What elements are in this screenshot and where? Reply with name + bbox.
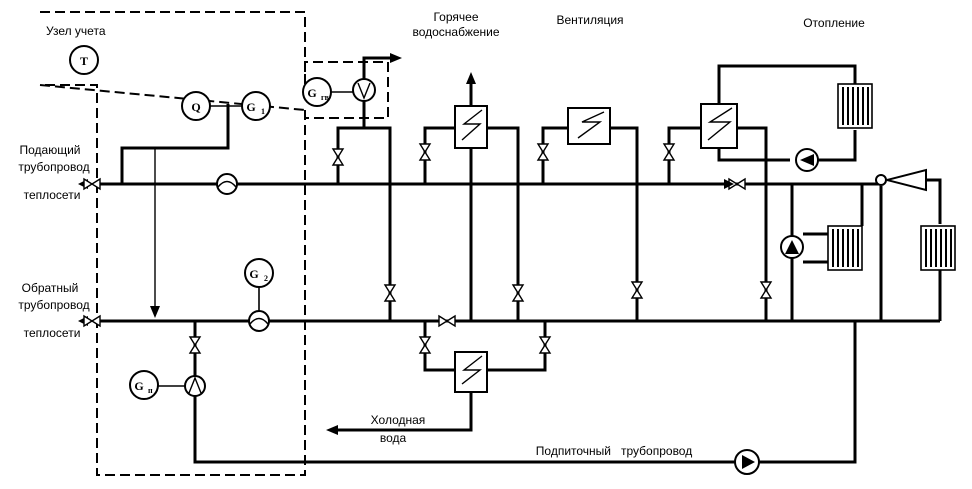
gp-subscript: п — [148, 386, 153, 395]
radiator-mid-lines — [803, 232, 828, 264]
makeup-flowmeter — [184, 375, 206, 397]
vent-valve-out — [631, 281, 643, 299]
return-label-1: Обратный — [22, 281, 79, 295]
hot-water-arrow — [390, 53, 402, 63]
hot-water-valve-1 — [332, 148, 344, 166]
hot-water-return-valve — [384, 284, 396, 302]
temperature-sensor — [69, 45, 99, 75]
cold-water-label-1: Холодная — [371, 413, 426, 427]
cold-water-arrow — [326, 425, 338, 435]
heating-heat-exchanger — [700, 103, 738, 149]
hx1-loop — [423, 126, 520, 321]
hx1-valve-in — [419, 143, 431, 161]
heating-circ-pump-bottom — [780, 235, 804, 259]
ventilation-label: Вентиляция — [556, 13, 623, 27]
g1-symbol: G — [246, 100, 255, 114]
cold-water-valve-h — [438, 315, 456, 327]
hx1-arrow — [466, 72, 476, 84]
heat-hx-valve-in — [663, 143, 675, 161]
makeup-pipe — [193, 321, 735, 464]
heat-symbol: Q — [191, 100, 200, 114]
vent-loop — [541, 126, 639, 321]
hx1-heat-exchanger — [454, 105, 488, 149]
makeup-valve — [189, 336, 201, 354]
hot-water-flowmeter — [352, 78, 376, 102]
cold-water-pipe — [335, 392, 473, 432]
heating-label: Отопление — [803, 16, 865, 30]
supply-arrow-mid — [724, 179, 734, 189]
supply-label-1: Подающий — [20, 143, 81, 157]
supply-impulse-line — [120, 104, 230, 184]
hot-water-meter-boundary — [304, 61, 389, 119]
heat-hx-valve-out — [760, 281, 772, 299]
heating-hx-return — [717, 148, 790, 162]
g2-symbol: G — [249, 267, 258, 281]
return-label-3: теплосети — [24, 326, 81, 340]
supply-inlet-valve — [83, 178, 101, 190]
gp-symbol: G — [134, 379, 143, 393]
cold-water-heat-exchanger — [454, 351, 488, 393]
hot-water-label-1: Горячее — [433, 10, 478, 24]
hx1-valve-out — [512, 284, 524, 302]
cold-water-valve-r — [539, 336, 551, 354]
return-outlet-valve — [83, 315, 101, 327]
hot-water-outlet — [362, 56, 392, 79]
gp-meter — [129, 370, 159, 400]
supply-flowmeter — [216, 173, 238, 195]
radiator-mid — [827, 225, 863, 271]
supply-label-2: трубопровод — [18, 160, 89, 174]
metering-unit-label: Узел учета — [46, 24, 106, 38]
heating-return-line — [818, 130, 857, 162]
cold-water-label-2: вода — [380, 431, 407, 445]
elevator-nozzle — [886, 168, 927, 192]
cold-water-valve-l — [419, 336, 431, 354]
hot-water-label-2: водоснабжение — [412, 25, 499, 39]
supply-label-3: теплосети — [24, 188, 81, 202]
ggv-symbol: G — [307, 86, 316, 100]
metering-unit-boundary — [39, 11, 306, 476]
makeup-to-heating — [759, 321, 857, 464]
heating-circ-pump-top — [795, 148, 819, 172]
elevator-outlet — [926, 178, 942, 224]
vent-valve-in — [537, 143, 549, 161]
g1-subscript: 1 — [261, 107, 265, 116]
vent-heat-exchanger — [567, 107, 611, 145]
return-flowmeter — [248, 310, 270, 332]
g1-meter — [241, 91, 271, 121]
temperature-symbol: T — [80, 54, 88, 68]
g2-subscript: 2 — [264, 274, 268, 283]
radiator-right — [920, 225, 956, 271]
heat-hx-loop — [667, 126, 768, 321]
heating-hx-secondary — [717, 64, 857, 120]
return-label-2: трубопровод — [18, 298, 89, 312]
hot-water-riser — [336, 126, 392, 184]
makeup-pipe-label: Подпиточный трубопровод — [536, 444, 692, 458]
makeup-pump — [734, 449, 760, 475]
radiator-top — [837, 83, 873, 129]
elevator-junction — [875, 174, 887, 186]
ggv-subscript: гв — [321, 93, 330, 102]
link-arrow — [150, 306, 160, 318]
